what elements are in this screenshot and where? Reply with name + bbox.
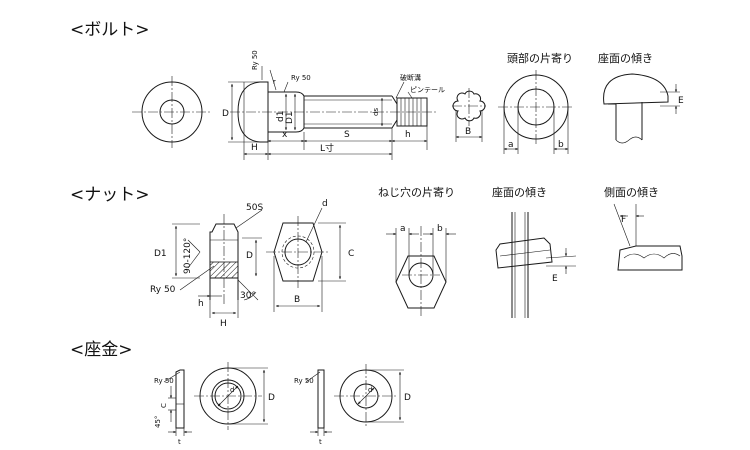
nut-D-label: D — [246, 251, 253, 261]
nut-hole-offset-b-label: b — [437, 224, 443, 234]
nut-ry50-label: Ry 50 — [150, 285, 176, 295]
bolt-head-offset-title: 頭部の片寄り — [507, 51, 573, 65]
bolt-h-label: h — [405, 130, 411, 140]
pintail-B-label: B — [465, 127, 471, 137]
bolt-seat-tilt-E-label: E — [678, 96, 684, 106]
bolt-end-view — [132, 76, 212, 148]
nut-h-label: h — [198, 299, 204, 309]
nut-hole-offset-a-label: a — [400, 224, 406, 234]
nut-side-tilt-F-label: F — [621, 215, 626, 225]
washer2-t-label: t — [319, 438, 322, 446]
washer1-face-view — [194, 362, 268, 430]
bolt-D-label: D — [222, 109, 229, 119]
nut-C-label: C — [348, 249, 354, 259]
washer1-d-label: d — [230, 386, 234, 394]
bolt-ry50-side-label: Ry 50 — [291, 74, 311, 82]
bolt-break-groove-label: 破断溝 — [400, 73, 421, 82]
washer2-ry50-label: Ry 50 — [294, 377, 314, 385]
washer2-d-label: d — [368, 386, 372, 394]
bolt-S-label: S — [344, 130, 350, 140]
nut-50S-label: 50S — [246, 203, 263, 213]
washer1-ry50-label: Ry 50 — [154, 377, 174, 385]
washer2-face-view — [334, 364, 404, 428]
bolt-L-label: L寸 — [320, 142, 334, 154]
nut-top-view — [266, 207, 346, 312]
washer1-D-label: D — [268, 393, 275, 403]
bolt-r-label: r — [273, 78, 276, 86]
nut-angle-label: 90-120° — [183, 238, 193, 274]
nut-B-label: B — [294, 295, 300, 305]
washer1-chamfer-label: 45° — [154, 416, 162, 428]
bolt-d1-label: d1 — [276, 111, 286, 122]
bolt-H-label: H — [251, 143, 258, 153]
section-title-nut: <ナット> — [70, 185, 150, 205]
bolt-ry50-top-label: Ry 50 — [251, 50, 259, 70]
nut-side-section-view — [172, 209, 263, 318]
nut-d-label: d — [322, 199, 328, 209]
pintail-end-view — [452, 88, 486, 142]
bolt-pintail-label: ピンテール — [410, 86, 445, 94]
nut-D1-label: D1 — [154, 249, 167, 259]
bolt-side-view — [228, 66, 436, 160]
nut-H-label: H — [220, 319, 227, 329]
nut-seat-tilt-title: 座面の傾き — [492, 185, 547, 199]
washer1-side-view — [163, 369, 192, 436]
washer2-D-label: D — [404, 393, 411, 403]
bolt-x-label: x — [282, 130, 288, 140]
nut-seat-tilt-view — [495, 212, 577, 318]
nut-hole-offset-title: ねじ穴の片寄り — [378, 185, 455, 199]
section-title-bolt: <ボルト> — [70, 20, 150, 40]
bolt-seat-tilt-view — [603, 73, 680, 144]
bolt-head-offset-a-label: a — [508, 140, 514, 150]
bolt-seat-tilt-title: 座面の傾き — [598, 51, 653, 65]
nut-hole-offset-view — [386, 226, 456, 318]
washer1-C-label: C — [160, 403, 168, 408]
nut-seat-tilt-E-label: E — [552, 274, 558, 284]
section-title-washer: <座金> — [70, 340, 133, 360]
bolt-head-offset-b-label: b — [558, 140, 564, 150]
bolt-head-offset-view — [498, 70, 574, 154]
bolt-ds-label: ds — [372, 108, 380, 116]
nut-side-tilt-view — [613, 203, 683, 271]
nut-side-tilt-title: 側面の傾き — [604, 185, 659, 199]
washer2-side-view — [305, 369, 332, 436]
nut-30deg-label: 30° — [240, 291, 256, 301]
bolt-D1-label: D1 — [285, 111, 295, 124]
washer1-t-label: t — [178, 438, 181, 446]
